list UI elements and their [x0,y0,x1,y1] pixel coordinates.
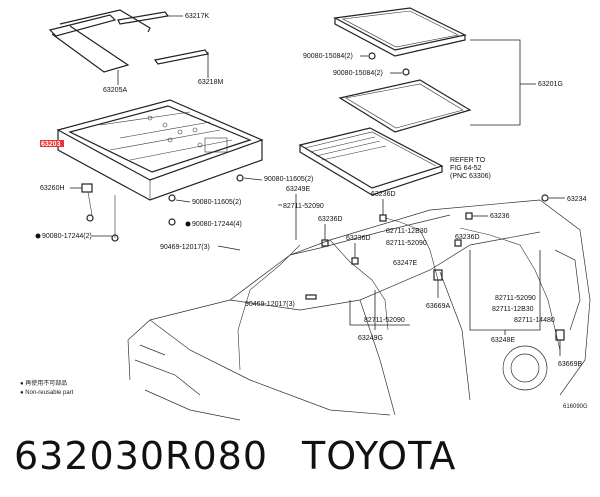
label-82711-52090-c: 82711-52090 [364,317,405,324]
label-63249E: 63249E [286,186,310,193]
drain-hose-rear-right [459,227,561,351]
label-82711-52090-b: 82711-52090 [386,240,427,247]
label-pnc: (PNC 63306) [450,173,491,180]
highlight-63203 [40,140,64,147]
screw-icon [368,52,376,60]
label-63236D-d: 63236D [455,234,480,241]
label-90469-12017-a: 90469-12017(3) [160,244,210,251]
label-90080-15084-a: 90080-15084(2) [303,53,353,60]
label-63236: 63236 [490,213,510,220]
label-82711-52090-a: 82711-52090 [283,203,324,210]
drain-hose-front-right [329,239,389,331]
label-63236D-a: 63236D [318,216,343,223]
clip-icon [465,212,473,220]
parts-diagram: 63217K 63218M 63205A 63203 63260H 90080-… [35,7,591,421]
car-body-outline [127,199,591,421]
label-90080-17244-b: 90080-17244(4) [192,221,242,228]
label-fig: FIG 64-52 [450,165,482,172]
sunroof-frame-63203 [56,99,264,201]
weatherstrip-63201G [338,79,472,133]
footer-title: 632030R080 TOYOTA [14,434,594,484]
label-90080-17244-a: 90080-17244(2) [42,233,92,240]
label-63218M: 63218M [198,79,223,86]
screw-icon [541,194,549,202]
label-63203: 63203 [41,141,61,148]
sunshade-panel [298,127,444,196]
screw-icon [168,194,176,202]
label-82711-12B30-a: 82711-12B30 [386,228,428,235]
diagram-code: 616090G [563,404,588,410]
label-82711-14480: 82711-14480 [514,317,555,324]
label-63260H: 63260H [40,185,65,192]
roof-trim-63217K [48,9,151,73]
part-number: 632030R080 [14,434,268,478]
label-63201G: 63201G [538,81,563,88]
legend-nonreusable-jp: ● 再使用不可部品 [20,381,68,387]
clip-icon [351,257,359,265]
label-63247E: 63247E [393,260,417,267]
clip-icon [454,239,462,247]
label-90080-11605: 90080-11605(2) [192,199,241,206]
legend-nonreusable-en: ● Non-reusable part [20,390,74,396]
label-63205A: 63205A [103,87,127,94]
label-90080-15084-b: 90080-15084(2) [333,70,383,77]
screw-icon [402,68,410,76]
label-63248E: 63248E [491,337,515,344]
label-63669B: 63669B [558,361,582,368]
drain-hose-rear-left [384,217,439,281]
clip-icon [305,294,317,300]
label-63236D-c: 63236D [371,191,396,198]
nonreusable-dot-icon [35,233,41,239]
nonreusable-dot-icon [185,221,191,227]
bolt-icon [111,234,119,242]
label-63249G: 63249G [358,335,383,342]
label-refer-to: REFER TO [450,157,486,164]
bracket-63260H [81,183,93,193]
screw-icon [236,174,244,182]
label-63669A: 63669A [426,303,450,310]
label-63236D-b: 63236D [346,235,371,242]
drain-hose-front-left [237,244,301,371]
label-82711-52090-d: 82711-52090 [495,295,536,302]
glass-panel-top [333,7,467,57]
screw-icon [168,218,176,226]
label-90080-11605-b: 90080-11605(2) [264,176,313,183]
label-90469-12017-b: 90469-12017(3) [245,301,295,308]
label-63217K: 63217K [185,13,209,20]
brand-name: TOYOTA [302,434,457,478]
label-82711-12B30-b: 82711-12B30 [492,306,534,313]
legend: ● 再使用不可部品 ● Non-reusable part [20,380,73,398]
bolt-icon [86,214,94,222]
label-63234: 63234 [567,196,587,203]
